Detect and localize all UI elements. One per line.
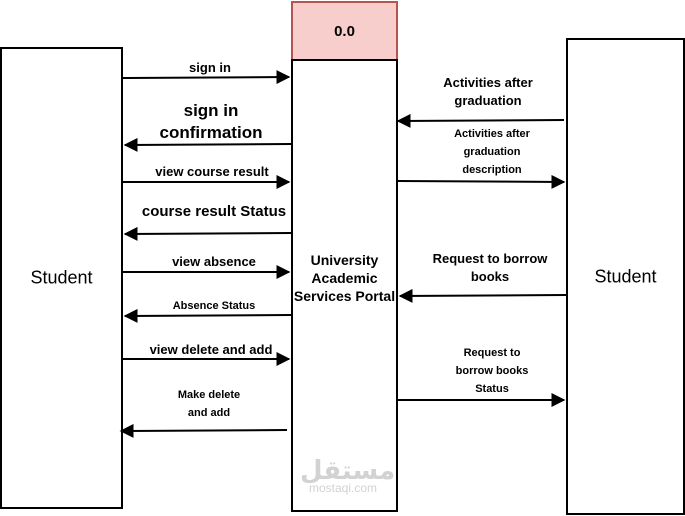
label-request-to-borrow-books: Request to borrow books [432, 251, 548, 284]
left-student-entity: Student [0, 47, 123, 509]
left-student-label: Student [30, 267, 93, 288]
right-student-entity: Student [566, 38, 685, 515]
label-sign-in: sign in [189, 60, 231, 75]
label-view-course-result: view course result [155, 164, 269, 179]
process-name: University Academic Services Portal [293, 252, 396, 304]
label-make-delete-and-add: Make delete and add [177, 389, 241, 419]
label-request-status: Request to borrow books Status [455, 347, 529, 395]
arrow-absence-status [123, 308, 292, 323]
arrow-activities-description [397, 174, 566, 189]
label-sign-in-confirmation: sign in confirmation [159, 101, 263, 142]
process-id: 0.0 [334, 22, 355, 40]
arrow-make-delete-and-add [119, 423, 288, 438]
label-course-result-status: course result Status [141, 203, 287, 220]
right-student-label: Student [594, 266, 657, 286]
arrow-activities-after-graduation [396, 113, 565, 128]
arrow-course-result-status [123, 226, 292, 241]
label-view-delete-and-add: view delete and add [149, 342, 273, 357]
arrow-sign-in-confirmation [123, 137, 292, 152]
process-id-box: 0.0 [291, 1, 398, 61]
watermark: مستقل mostaqi.com [300, 455, 396, 495]
arrow-sign-in [122, 70, 291, 85]
watermark-latin: mostaqi.com [308, 481, 378, 495]
label-view-absence: view absence [172, 254, 256, 269]
label-activities-after-graduation: Activities after graduation [443, 75, 533, 108]
process-box: University Academic Services Portal [291, 59, 398, 512]
label-activities-description: Activities after graduation description [454, 128, 530, 176]
watermark-arabic: مستقل [300, 455, 396, 485]
arrow-request-to-borrow-books [398, 288, 567, 303]
label-absence-status: Absence Status [172, 300, 256, 312]
